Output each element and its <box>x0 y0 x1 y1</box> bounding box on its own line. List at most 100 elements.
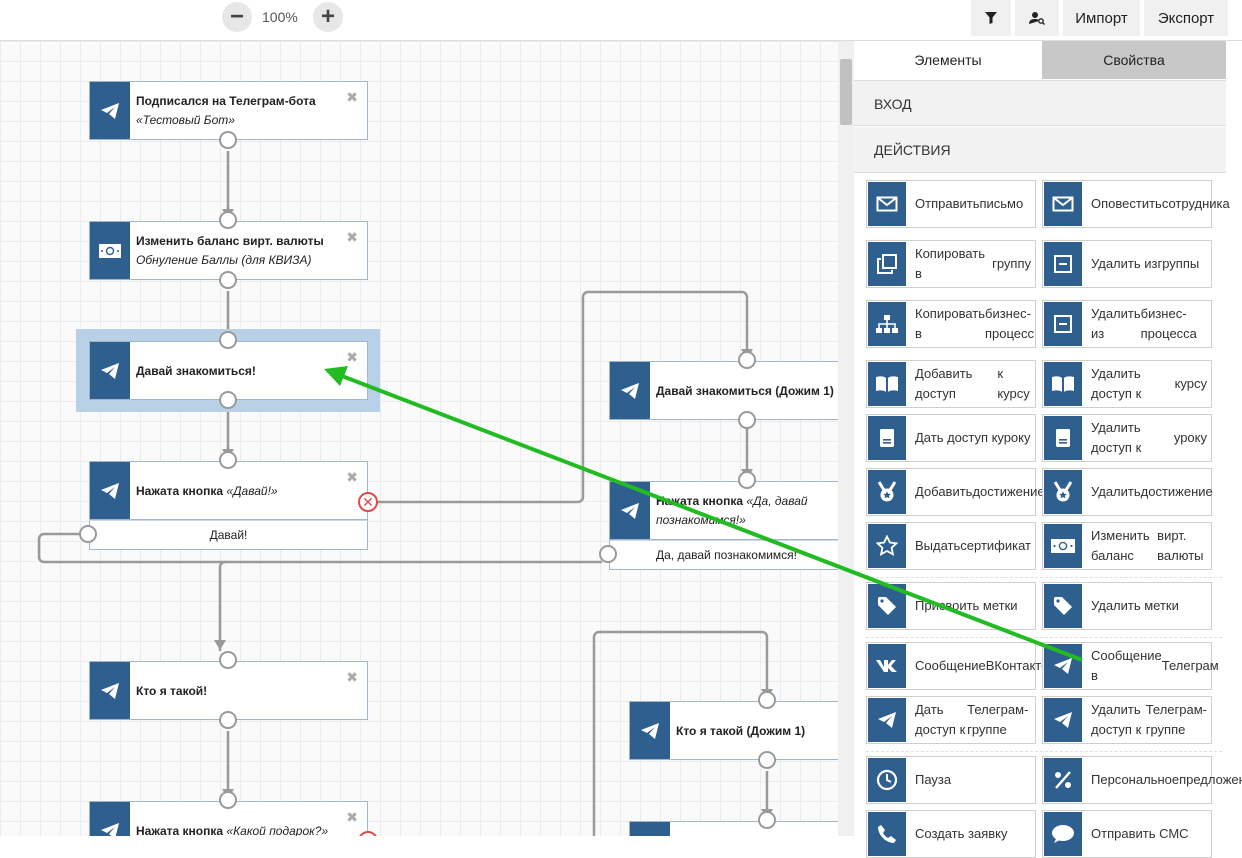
medal-icon <box>868 470 906 514</box>
action-card-label: Удалить метки <box>1091 598 1179 613</box>
input-port[interactable] <box>738 471 756 489</box>
section-entry[interactable]: ВХОД <box>854 80 1226 126</box>
input-port[interactable] <box>219 651 237 669</box>
flow-canvas[interactable]: Подписался на Телеграм-бота «Тестовый Бо… <box>0 41 838 836</box>
output-port[interactable] <box>758 751 776 769</box>
node-button-option: Давай! <box>89 520 368 550</box>
action-card[interactable]: Удалить метки <box>1042 582 1212 630</box>
telegram-icon <box>90 82 130 139</box>
star-icon <box>868 524 906 568</box>
flow-node-lets-meet[interactable]: Давай знакомиться! ✖ <box>89 341 368 400</box>
close-icon[interactable]: ✖ <box>346 809 358 825</box>
output-port[interactable] <box>219 711 237 729</box>
input-port[interactable] <box>219 791 237 809</box>
card-group-divider <box>866 751 1222 752</box>
input-port[interactable] <box>758 811 776 829</box>
output-port[interactable] <box>219 131 237 149</box>
canvas-scrollbar[interactable] <box>838 41 854 836</box>
tag-icon <box>1044 584 1082 628</box>
close-icon[interactable]: ✖ <box>346 229 358 245</box>
close-icon[interactable]: ✖ <box>346 89 358 105</box>
card-group-divider <box>866 637 1222 638</box>
close-icon[interactable]: ✖ <box>346 669 358 685</box>
user-search-button[interactable] <box>1015 0 1059 36</box>
sitemap-icon <box>868 302 906 346</box>
tab-elements[interactable]: Элементы <box>854 41 1042 79</box>
envelope-icon <box>1044 182 1082 226</box>
filter-button[interactable] <box>971 0 1011 36</box>
close-icon[interactable]: ✖ <box>346 469 358 485</box>
input-port[interactable] <box>758 691 776 709</box>
zoom-level: 100% <box>262 9 298 25</box>
percent-icon <box>1044 758 1082 802</box>
output-port[interactable] <box>79 525 97 543</box>
error-icon[interactable]: ✕ <box>358 492 378 512</box>
flow-node-telegram-subscribed[interactable]: Подписался на Телеграм-бота «Тестовый Бо… <box>89 81 368 140</box>
card-group-divider <box>866 577 1222 578</box>
output-port[interactable] <box>219 391 237 409</box>
input-port[interactable] <box>738 351 756 369</box>
flow-node-change-balance[interactable]: Изменить баланс вирт. валюты Обнуление Б… <box>89 221 368 280</box>
flow-node-partial[interactable] <box>629 821 838 836</box>
telegram-icon <box>1044 698 1082 742</box>
telegram-icon <box>630 822 670 836</box>
action-card[interactable]: Пауза <box>866 756 1036 804</box>
node-subtitle: «Тестовый Бот» <box>136 113 235 127</box>
input-port[interactable] <box>219 331 237 349</box>
close-icon[interactable]: ✖ <box>346 349 358 365</box>
output-port[interactable] <box>219 271 237 289</box>
zoom-in-button[interactable]: + <box>313 2 343 32</box>
flow-node-who-am-i[interactable]: Кто я такой! ✖ <box>89 661 368 720</box>
export-button[interactable]: Экспорт <box>1144 0 1228 36</box>
flow-node-button-pressed-davai[interactable]: Нажата кнопка «Давай!» ✖ Давай! <box>89 461 368 550</box>
telegram-icon <box>90 662 130 719</box>
action-card[interactable]: Персональноепредложение <box>1042 756 1242 804</box>
output-port[interactable] <box>599 545 617 563</box>
tab-properties[interactable]: Свойства <box>1042 41 1226 79</box>
flow-node-who-am-i-followup[interactable]: Кто я такой (Дожим 1) <box>629 701 838 760</box>
section-actions[interactable]: ДЕЙСТВИЯ <box>854 127 1226 173</box>
minus-box-icon <box>1044 242 1082 286</box>
node-title: Нажата кнопка «Давай!» <box>136 484 278 498</box>
zoom-out-button[interactable]: − <box>222 2 252 32</box>
money-icon <box>90 222 130 279</box>
output-port[interactable] <box>738 411 756 429</box>
scrollbar-thumb[interactable] <box>840 59 852 125</box>
import-button[interactable]: Импорт <box>1063 0 1140 36</box>
user-search-icon <box>1029 12 1045 25</box>
book-icon <box>868 362 906 406</box>
side-panel: Элементы Свойства ВХОД ДЕЙСТВИЯ Отправит… <box>854 41 1242 858</box>
medal-icon <box>1044 470 1082 514</box>
flow-node-button-pressed-yes[interactable]: Нажата кнопка «Да, давай познакомимся!» … <box>609 481 838 570</box>
input-port[interactable] <box>219 211 237 229</box>
input-port[interactable] <box>219 451 237 469</box>
flow-node-lets-meet-followup[interactable]: Давай знакомиться (Дожим 1) <box>609 361 838 420</box>
